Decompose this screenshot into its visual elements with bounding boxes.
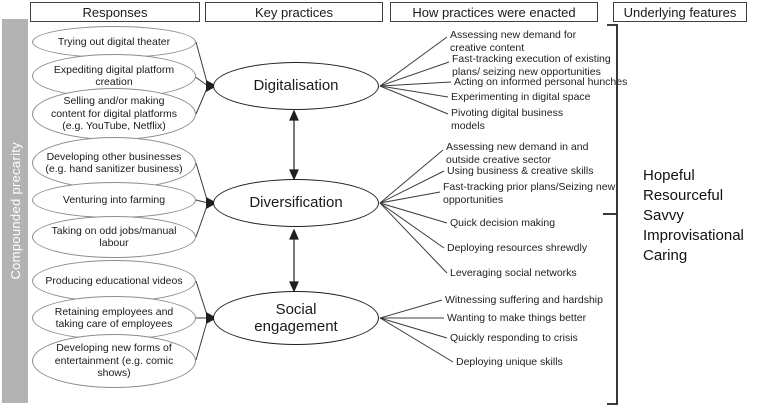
enactment-item: Assessing new demand for creative conten… — [450, 29, 577, 54]
response-ellipse: Selling and/or making content for digita… — [32, 88, 196, 140]
header-how-enacted: How practices were enacted — [390, 2, 598, 22]
feature-word: Hopeful — [643, 167, 695, 184]
enactment-item: Leveraging social networks — [450, 267, 577, 279]
enactment-item: Fast-tracking execution of existing plan… — [452, 53, 611, 78]
enactment-item: Deploying unique skills — [456, 356, 563, 368]
enactment-item: Assessing new demand in and outside crea… — [446, 141, 589, 166]
enactment-item: Fast-tracking prior plans/Seizing new op… — [443, 181, 616, 206]
feature-word: Caring — [643, 247, 688, 264]
underlying-features-list: Hopeful Resourceful Savvy Improvisationa… — [643, 166, 744, 266]
header-key-practices: Key practices — [205, 2, 383, 22]
enactment-item: Quickly responding to crisis — [450, 332, 578, 344]
header-underlying-features: Underlying features — [613, 2, 747, 22]
compounded-precarity-label: Compounded precarity — [7, 142, 23, 280]
header-responses: Responses — [30, 2, 200, 22]
feature-word: Savvy — [643, 207, 684, 224]
response-ellipse: Developing new forms of entertainment (e… — [32, 334, 196, 388]
response-ellipse: Venturing into farming — [32, 182, 196, 218]
feature-word: Resourceful — [643, 187, 724, 204]
response-ellipse: Developing other businesses (e.g. hand s… — [32, 137, 196, 189]
enactment-item: Experimenting in digital space — [451, 91, 591, 103]
enactment-item: Wanting to make things better — [447, 312, 587, 324]
enactment-item: Pivoting digital business models — [451, 107, 564, 132]
practice-ellipse-digitalisation: Digitalisation — [213, 62, 379, 110]
enactment-item: Acting on informed personal hunches — [454, 76, 628, 88]
compounded-precarity-bar: Compounded precarity — [2, 19, 28, 403]
enactment-item: Deploying resources shrewdly — [447, 242, 588, 254]
enactment-item: Using business & creative skills — [447, 165, 594, 177]
feature-word: Improvisational — [643, 227, 744, 244]
enactment-item: Quick decision making — [450, 217, 556, 229]
response-ellipse: Trying out digital theater — [32, 26, 196, 58]
practice-ellipse-social-engagement: Social engagement — [213, 291, 379, 345]
enactment-item: Witnessing suffering and hardship — [445, 294, 603, 306]
response-ellipse: Taking on odd jobs/manual labour — [32, 216, 196, 258]
practice-ellipse-diversification: Diversification — [213, 179, 379, 227]
